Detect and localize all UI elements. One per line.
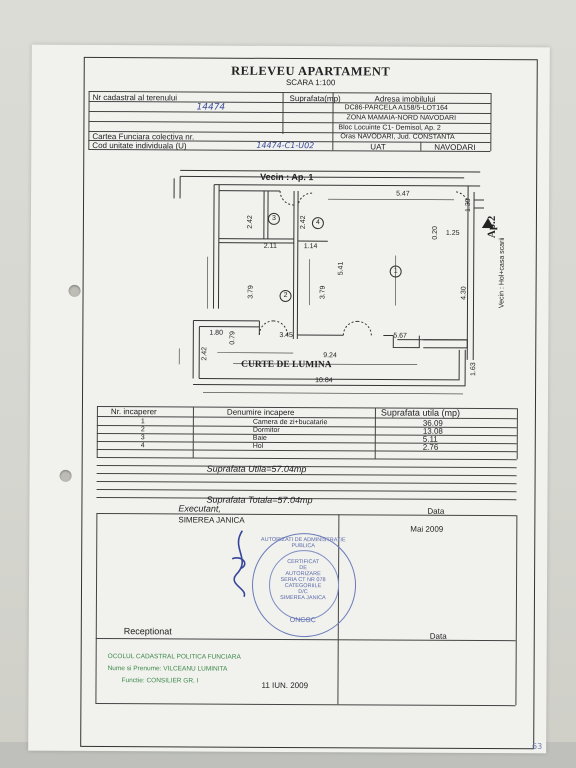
room-marker-1: 1: [389, 265, 402, 278]
dimension-label: 5.47: [396, 190, 410, 198]
dimension-label: 3.79: [319, 285, 327, 300]
signature-scribble: [231, 530, 246, 598]
dimension-label: 1.39: [464, 198, 473, 212]
dimension-label: 9.24: [323, 352, 337, 360]
table-header: Suprafata utila (mp): [380, 407, 461, 418]
table-header: Nr. incaperer: [110, 407, 157, 417]
room-marker-3: 3: [267, 212, 280, 225]
green-stamp-line: Nume si Prenume: VILCEANU LUMINITA: [107, 665, 228, 673]
stamp-line: SIMEREA JANICA: [280, 594, 326, 602]
table-row-nr: 4: [140, 442, 145, 450]
room-marker-2: 2: [279, 289, 292, 303]
dimension-label: 3.45: [279, 331, 293, 340]
useful-area: Suprafata Utila=57.04mp: [206, 463, 307, 475]
dimension-label: 2.11: [263, 242, 277, 250]
executant-label: Executant,: [178, 503, 221, 514]
document-frame: RELEVEU APARTAMENT SCARA 1:100 Nr cadast…: [80, 56, 538, 750]
data-label: Data: [427, 506, 445, 516]
vecin-right: Vecin : Hol+casa scarii: [498, 237, 506, 309]
ap-label: Ap.2: [485, 215, 498, 239]
table-row-name: Hol: [252, 442, 264, 450]
stamp-bottom-text: ONCGC: [289, 617, 316, 625]
table-row-name: Dormitor: [252, 426, 280, 434]
room-marker-4: 4: [311, 217, 324, 230]
table-row-nr: 3: [140, 434, 145, 442]
dimension-label: 2.42: [246, 215, 254, 229]
green-stamp-line: Functie: CONSILIER GR. I: [121, 677, 199, 685]
table-row-nr: 2: [140, 426, 145, 434]
receptionat-label: Receptionat: [123, 626, 172, 637]
dimension-label: 5.67: [393, 332, 407, 340]
stamp-ring-text: AUTORIZATI DE ADMINISTRATIE PUBLICA: [260, 536, 346, 550]
receptionat-date: 11 IUN. 2009: [261, 680, 309, 691]
dimension-label: 0.20: [431, 226, 439, 240]
table-row-nr: 1: [140, 418, 145, 426]
binder-hole: [59, 469, 72, 482]
dimension-label: 2.42: [299, 215, 307, 230]
dimension-label: 0.79: [229, 331, 237, 345]
dimension-label: 1.14: [303, 243, 318, 251]
vecin-top: Vecin : Ap. 1: [260, 171, 314, 183]
floor-plan: [173, 169, 494, 395]
table-row-area: 2.76: [422, 442, 439, 452]
dimension-label: 1.63: [470, 362, 478, 376]
dimension-label: 1.80: [209, 329, 223, 337]
dimension-label: 2.42: [201, 346, 209, 361]
green-stamp-line: OCOLUL CADASTRAL POLITICA FUNCIARA: [107, 653, 241, 661]
executant-name: SIMEREA JANICA: [178, 515, 245, 525]
dimension-label: 1.25: [445, 229, 460, 237]
courtyard-label: CURTE DE LUMINA: [241, 359, 332, 371]
total-area: Suprafata Totala=57.04mp: [206, 494, 313, 506]
dimension-label: 10.84: [315, 377, 333, 385]
binder-hole: [68, 284, 81, 297]
table-row-name: Camera de zi+bucatarie: [252, 418, 328, 427]
dimension-label: 4.30: [460, 286, 468, 300]
date-value: Mai 2009: [410, 524, 444, 534]
page-number: 63: [532, 742, 543, 751]
dimension-label: 5.41: [337, 261, 345, 276]
dimension-label: 3.79: [247, 285, 255, 299]
document-page: RELEVEU APARTAMENT SCARA 1:100 Nr cadast…: [28, 44, 550, 754]
table-header: Denumire incapere: [226, 407, 295, 418]
data-label-2: Data: [429, 631, 447, 641]
table-row-name: Baie: [252, 434, 267, 442]
